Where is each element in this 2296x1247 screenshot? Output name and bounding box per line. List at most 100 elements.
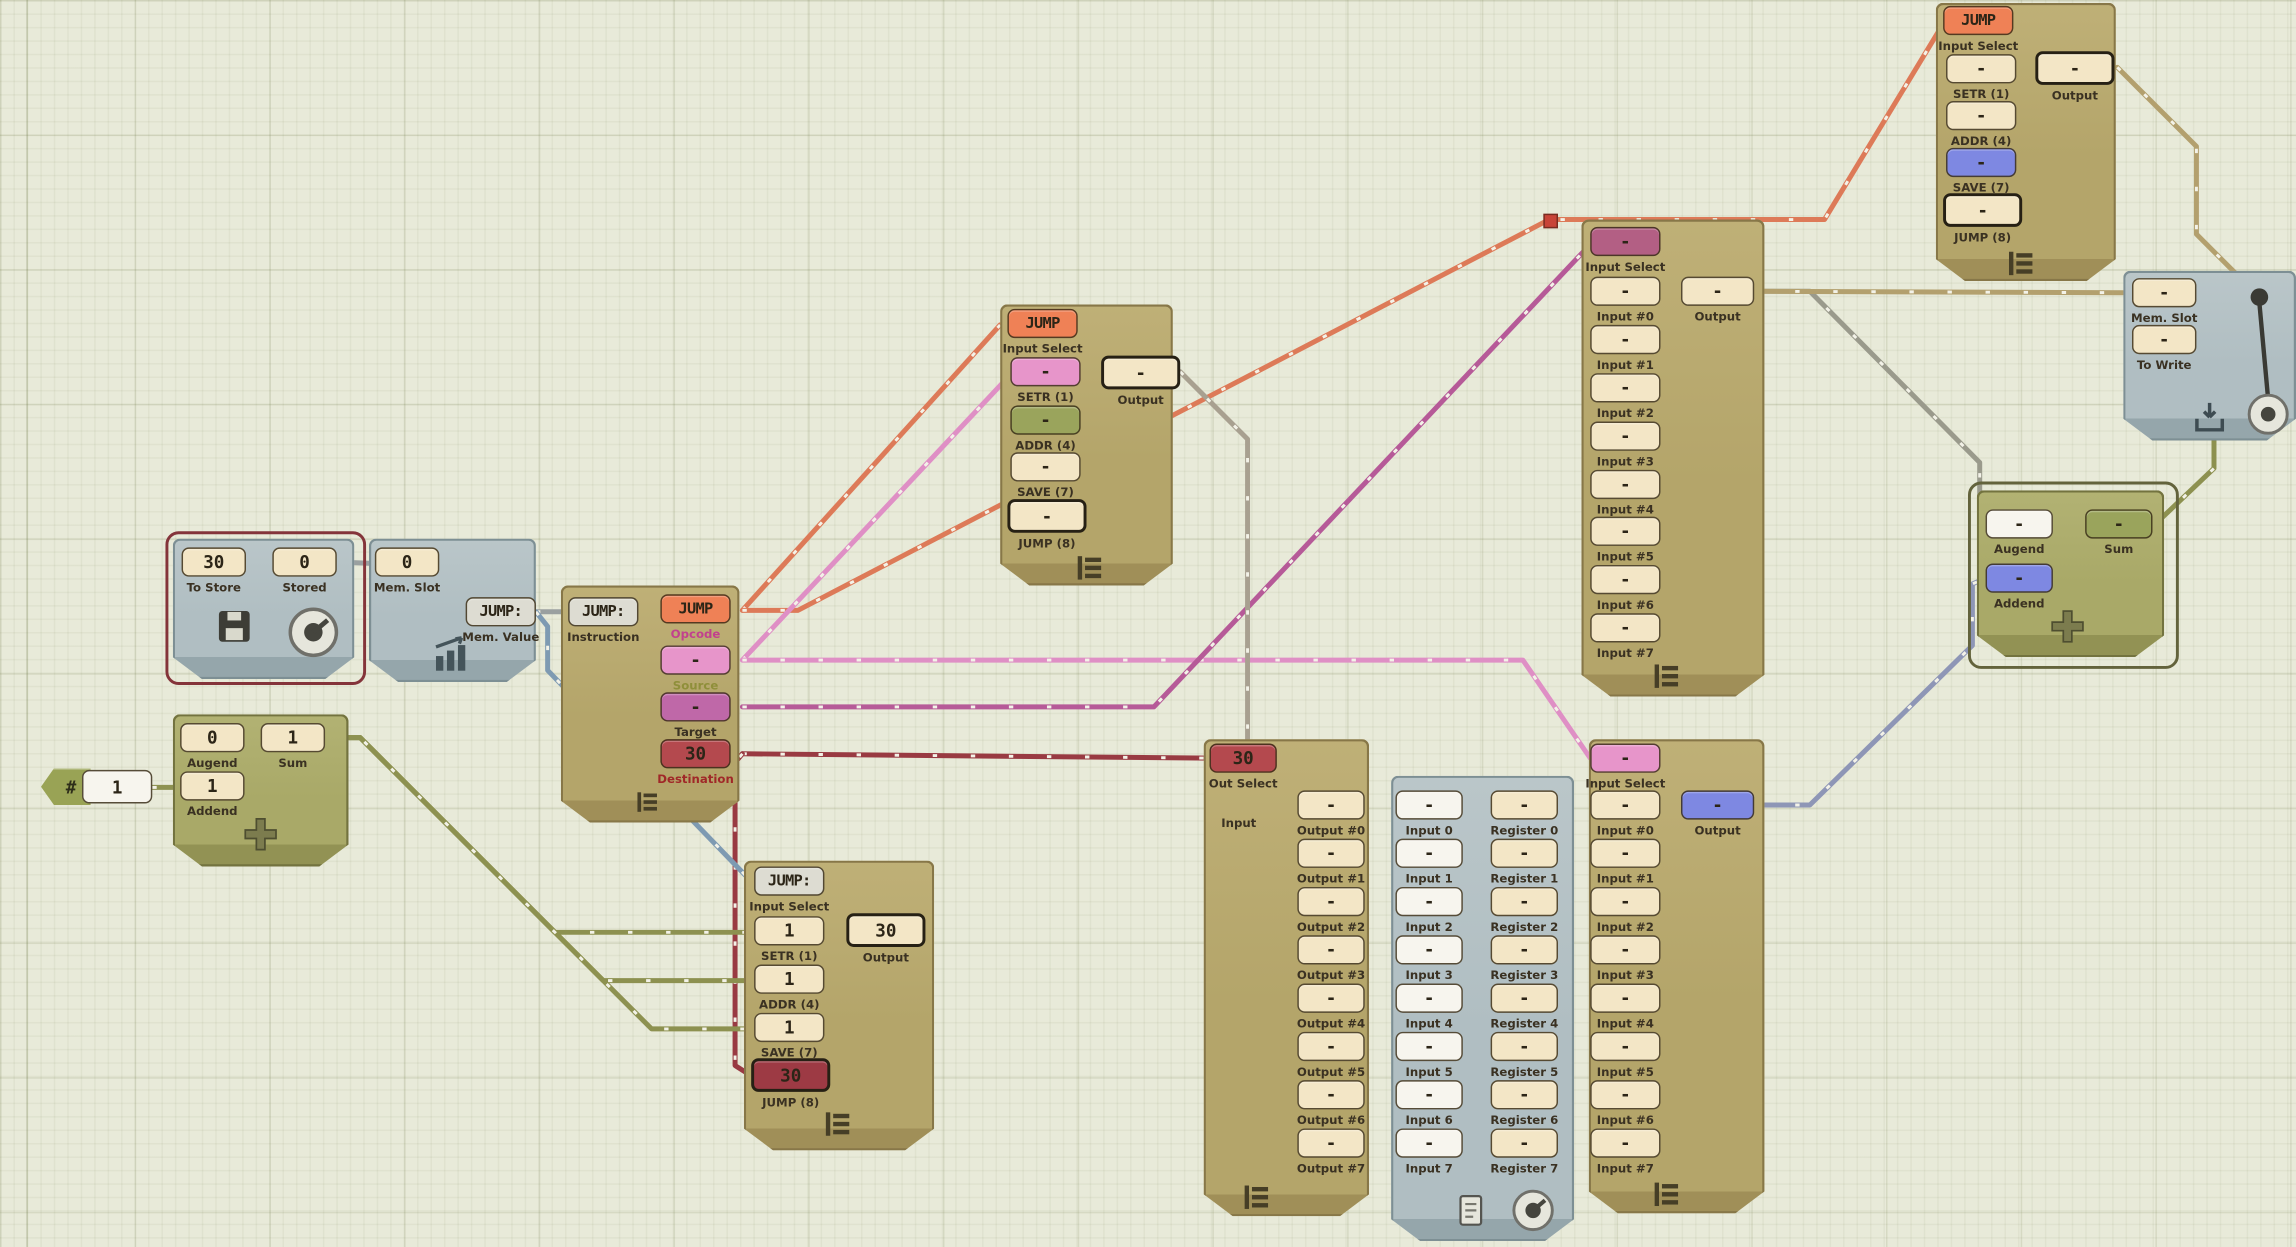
output-registers-out-select-slot[interactable]: 30: [1209, 743, 1277, 773]
adder-right-sum-slot[interactable]: -: [2085, 509, 2153, 539]
adder-left-addend-slot[interactable]: 1: [180, 771, 245, 801]
register-bank-input-4-slot[interactable]: -: [1395, 983, 1463, 1013]
source-selector-input-6-slot[interactable]: -: [1590, 564, 1661, 595]
register-bank-register-6-slot[interactable]: -: [1490, 1080, 1558, 1110]
read-selector-input-select-slot[interactable]: -: [1590, 743, 1661, 773]
jump-unit-c-output-slot[interactable]: -: [2035, 51, 2115, 85]
jump-unit-b-addr-slot[interactable]: -: [1010, 405, 1081, 435]
read-selector-input-6-slot[interactable]: -: [1590, 1080, 1661, 1110]
source-selector-input-5-slot[interactable]: -: [1590, 516, 1661, 546]
read-selector-input-3-slot[interactable]: -: [1590, 935, 1661, 965]
source-selector-input-3-slot[interactable]: -: [1590, 421, 1661, 451]
jump-unit-c-setr-slot[interactable]: -: [1946, 54, 2017, 84]
read-selector-input-7-slot[interactable]: -: [1590, 1128, 1661, 1158]
register-bank-input-0-slot[interactable]: -: [1395, 790, 1463, 820]
register-bank-input-3-slot[interactable]: -: [1395, 935, 1463, 965]
wire-selector-output-to-augend[interactable]: [1754, 288, 1989, 527]
knobstem-icon: [2242, 282, 2295, 435]
jump-unit-b-save-slot[interactable]: -: [1010, 452, 1081, 482]
memory-write-to-write-slot[interactable]: -: [2131, 324, 2197, 355]
register-bank-register-0-slot[interactable]: -: [1490, 790, 1558, 820]
output-registers-output-5-slot[interactable]: -: [1297, 1031, 1365, 1062]
jump-unit-b-jump8-slot[interactable]: -: [1007, 499, 1087, 533]
jump-unit-a-jump8-slot[interactable]: 30: [751, 1058, 831, 1092]
memory-store-group[interactable]: [165, 531, 367, 685]
adder-right-addend-slot[interactable]: -: [1985, 563, 2053, 593]
adder-right-group[interactable]: [1967, 481, 2179, 669]
source-selector-output-slot[interactable]: -: [1680, 276, 1755, 306]
output-registers-output-1-slot[interactable]: -: [1297, 838, 1365, 868]
read-selector-output-slot[interactable]: -: [1680, 790, 1755, 820]
jump-unit-c-input-select-slot[interactable]: JUMP: [1943, 5, 2014, 36]
jump-unit-a-addr-slot[interactable]: 1: [754, 964, 825, 994]
register-bank-register-2-slot[interactable]: -: [1490, 886, 1558, 917]
read-selector-input-4-slot[interactable]: -: [1590, 983, 1661, 1013]
jump-unit-a-output-slot[interactable]: 30: [846, 913, 926, 947]
wire-source-to-unit-b-setr[interactable]: [739, 372, 1013, 663]
instruction-decoder-instruction-slot[interactable]: JUMP:: [568, 597, 639, 627]
instruction-decoder-destination-slot[interactable]: 30: [660, 739, 731, 769]
source-selector-input-0-slot[interactable]: -: [1590, 276, 1661, 306]
jump-unit-b-setr-slot[interactable]: -: [1010, 357, 1081, 387]
jump-unit-b-node[interactable]: [1000, 304, 1173, 585]
jump-unit-c-node[interactable]: [1936, 3, 2116, 281]
wire-destination-to-out-select[interactable]: [739, 751, 1212, 761]
read-selector-input-2-slot[interactable]: -: [1590, 886, 1661, 917]
jump-unit-c-jump8-slot[interactable]: -: [1943, 193, 2023, 227]
jump-unit-a-save-slot[interactable]: 1: [754, 1012, 825, 1043]
register-bank-input-5-slot[interactable]: -: [1395, 1031, 1463, 1062]
output-registers-output-4-slot[interactable]: -: [1297, 983, 1365, 1013]
wire-source-to-read-selector[interactable]: [739, 657, 1593, 761]
source-selector-input-2-slot[interactable]: -: [1590, 373, 1661, 403]
register-bank-input-1-slot[interactable]: -: [1395, 838, 1463, 868]
output-registers-output-2-slot[interactable]: -: [1297, 886, 1365, 917]
memory-icon: [2003, 246, 2038, 281]
register-bank-register-5-slot[interactable]: -: [1490, 1031, 1558, 1062]
source-selector-input-1-slot[interactable]: -: [1590, 324, 1661, 355]
memory-icon: [820, 1106, 855, 1141]
memory-store-to-store-slot[interactable]: 30: [181, 547, 246, 577]
memory-read-mem-slot-slot[interactable]: 0: [374, 547, 440, 577]
memory-write-mem-slot-slot[interactable]: -: [2131, 278, 2197, 308]
register-bank-input-6-slot[interactable]: -: [1395, 1080, 1463, 1110]
wire-unit-c-output-to-write-knob[interactable]: [2114, 64, 2259, 297]
register-bank-register-1-slot[interactable]: -: [1490, 838, 1558, 868]
output-registers-output-3-slot[interactable]: -: [1297, 935, 1365, 965]
register-bank-input-7-slot[interactable]: -: [1395, 1128, 1463, 1158]
register-bank-register-3-slot[interactable]: -: [1490, 935, 1558, 965]
read-selector-input-5-slot[interactable]: -: [1590, 1031, 1661, 1062]
wire-selector-output-to-mem-slot[interactable]: [1754, 288, 2126, 296]
read-selector-input-1-slot[interactable]: -: [1590, 838, 1661, 868]
memory-store-stored-slot[interactable]: 0: [272, 547, 337, 577]
output-registers-output-7-slot[interactable]: -: [1297, 1128, 1365, 1158]
jump-unit-b-output-slot[interactable]: -: [1101, 355, 1181, 390]
wire-opcode-to-unit-b[interactable]: [739, 322, 1003, 613]
adder-right-augend-slot[interactable]: -: [1985, 509, 2053, 539]
register-bank-register-7-slot[interactable]: -: [1490, 1128, 1558, 1158]
jump-unit-a-input-select-slot[interactable]: JUMP:: [754, 866, 825, 896]
jump-unit-c-addr-slot[interactable]: -: [1946, 100, 2017, 131]
adder-left-augend-slot[interactable]: 0: [180, 723, 245, 753]
jump-unit-b-input-select-slot[interactable]: JUMP: [1007, 308, 1078, 339]
output-registers-output-6-slot[interactable]: -: [1297, 1080, 1365, 1110]
memory-read-mem-value-slot[interactable]: JUMP:: [465, 597, 536, 627]
knob-icon: [1511, 1188, 1555, 1232]
instruction-decoder-target-slot[interactable]: -: [660, 692, 731, 722]
register-bank-input-2-slot[interactable]: -: [1395, 886, 1463, 917]
wire-read-output-to-addend[interactable]: [1754, 575, 1989, 808]
jump-unit-c-save-slot[interactable]: -: [1946, 147, 2017, 178]
output-registers-output-0-slot[interactable]: -: [1297, 790, 1365, 820]
wire-target-to-source-selector[interactable]: [739, 241, 1593, 710]
read-selector-input-0-slot[interactable]: -: [1590, 790, 1661, 820]
adder-left-sum-slot[interactable]: 1: [260, 723, 326, 753]
jump-unit-a-node[interactable]: [744, 861, 934, 1151]
number-input-number-value-slot[interactable]: 1: [81, 769, 153, 804]
instruction-decoder-opcode-slot[interactable]: JUMP: [660, 594, 731, 624]
source-selector-input-select-slot[interactable]: -: [1590, 226, 1661, 257]
source-selector-input-7-slot[interactable]: -: [1590, 613, 1661, 643]
jump-unit-a-setr-slot[interactable]: 1: [754, 916, 825, 946]
source-selector-input-4-slot[interactable]: -: [1590, 469, 1661, 500]
register-bank-register-4-slot[interactable]: -: [1490, 983, 1558, 1013]
instruction-decoder-source-slot[interactable]: -: [660, 645, 731, 675]
